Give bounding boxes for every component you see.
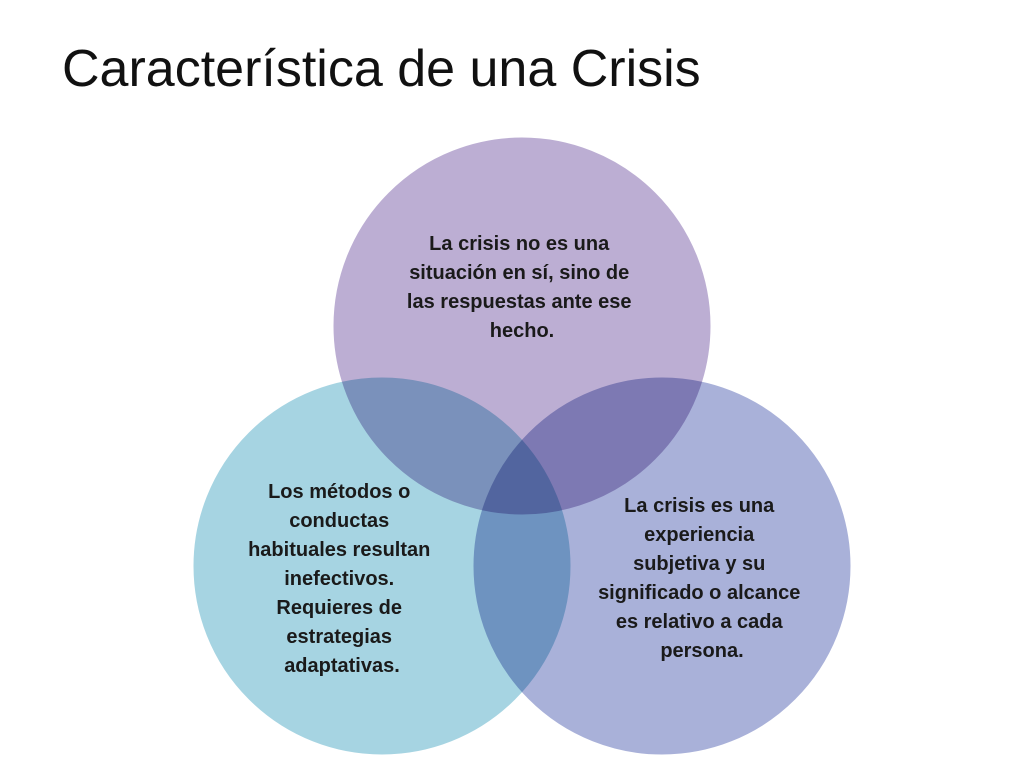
- circle-right-line: subjetiva y su: [633, 553, 765, 575]
- circle-left: [190, 374, 574, 758]
- circle-top-line: las respuestas ante ese: [407, 291, 632, 313]
- circle-top-line: situación en sí, sino de: [409, 262, 629, 284]
- circle-right-line: experiencia: [644, 524, 755, 546]
- circle-top-line: La crisis no es una: [429, 233, 610, 255]
- circle-right-line: La crisis es una: [624, 495, 775, 517]
- circle-left-line: Los métodos o: [268, 481, 410, 503]
- circle-left-line: inefectivos.: [284, 568, 394, 590]
- circle-left-line: habituales resultan: [248, 539, 430, 561]
- circle-top-line: hecho.: [490, 320, 554, 342]
- circle-top-text: La crisis no es una situación en sí, sin…: [407, 233, 637, 342]
- circle-left-line: Requieres de: [276, 597, 402, 619]
- circle-right-line: es relativo a cada: [616, 611, 784, 633]
- circle-left-line: conductas: [289, 510, 389, 532]
- circle-right-line: significado o alcance: [598, 582, 800, 604]
- circles-layer: [190, 134, 854, 758]
- circle-left-line: estrategias: [286, 626, 392, 648]
- slide-title: Característica de una Crisis: [62, 40, 701, 98]
- circle-right-text: La crisis es una experiencia subjetiva y…: [598, 495, 806, 662]
- circle-left-line: adaptativas.: [284, 655, 400, 677]
- circle-right-line: persona.: [660, 640, 743, 662]
- circle-left-text: Los métodos o conductas habituales resul…: [248, 481, 436, 677]
